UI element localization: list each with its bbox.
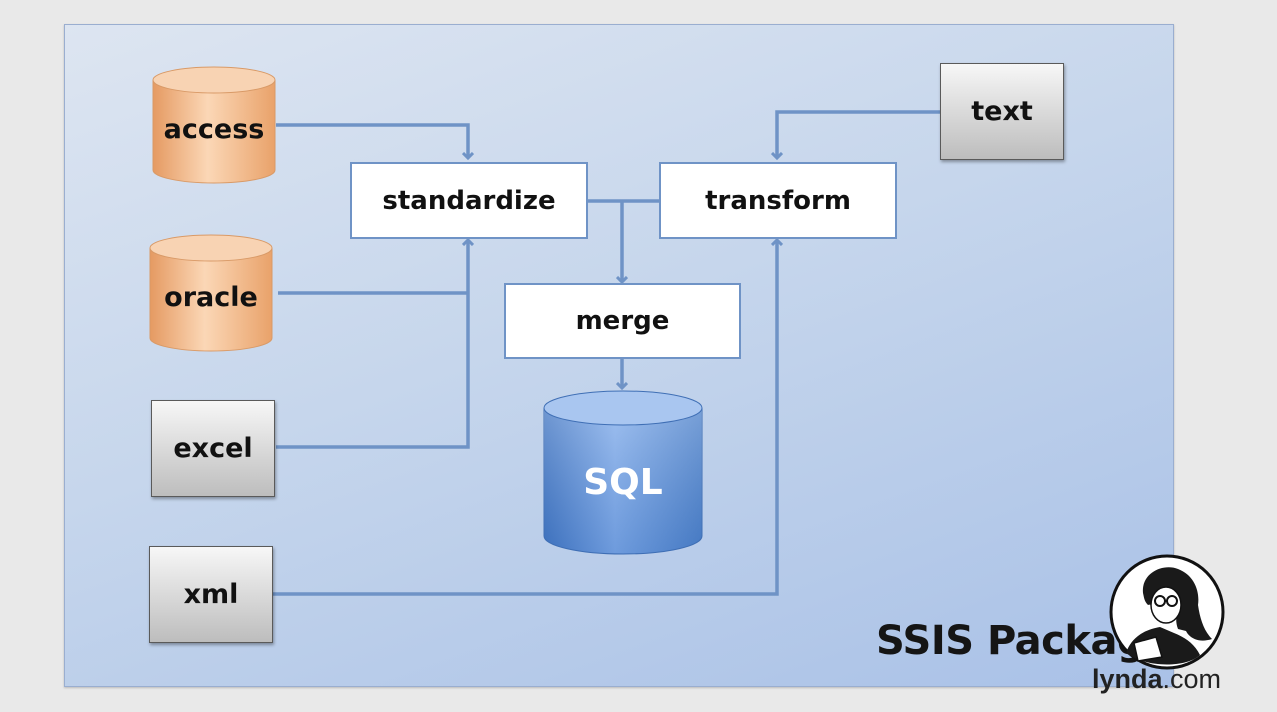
database-cylinder-icon <box>149 234 273 352</box>
lynda-brand: lynda.com <box>1092 664 1221 695</box>
connector-text-transform <box>777 110 940 158</box>
brand-suffix: .com <box>1162 664 1222 694</box>
sql-label: SQL <box>583 462 663 503</box>
database-cylinder-icon <box>543 390 703 555</box>
text-source-box[interactable]: text <box>940 63 1064 160</box>
connector-standardize-merge <box>588 199 660 282</box>
oracle-label: oracle <box>164 282 258 313</box>
oracle-database-cylinder[interactable]: oracle <box>149 234 273 354</box>
access-database-cylinder[interactable]: access <box>152 66 276 186</box>
lynda-logo-icon <box>1109 554 1225 670</box>
sql-database-cylinder[interactable]: SQL <box>543 390 703 556</box>
excel-source-box[interactable]: excel <box>151 400 275 497</box>
brand-name: lynda <box>1092 664 1163 694</box>
connector-access-standardize <box>276 123 468 158</box>
merge-step-box[interactable]: merge <box>504 283 741 359</box>
xml-source-box[interactable]: xml <box>149 546 273 643</box>
connector-excel-standardize <box>276 240 468 449</box>
access-label: access <box>163 114 265 145</box>
connector-xml-transform <box>273 240 777 596</box>
transform-step-box[interactable]: transform <box>659 162 897 239</box>
standardize-step-box[interactable]: standardize <box>350 162 588 239</box>
database-cylinder-icon <box>152 66 276 184</box>
